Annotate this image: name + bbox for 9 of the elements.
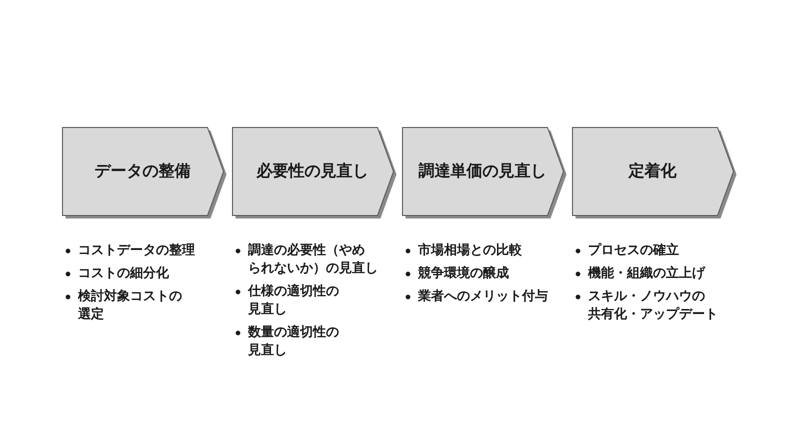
process-step [572,127,737,219]
step-title: データの整備 [94,160,190,182]
step-title: 定着化 [628,160,676,182]
process-step [232,127,397,219]
step-title: 調達単価の見直し [418,160,546,182]
process-step [62,127,227,219]
step-title: 必要性の見直し [256,160,368,182]
bullet-item: 調達の必要性（やめられないか）の見直し [235,242,379,278]
process-step [402,127,567,219]
